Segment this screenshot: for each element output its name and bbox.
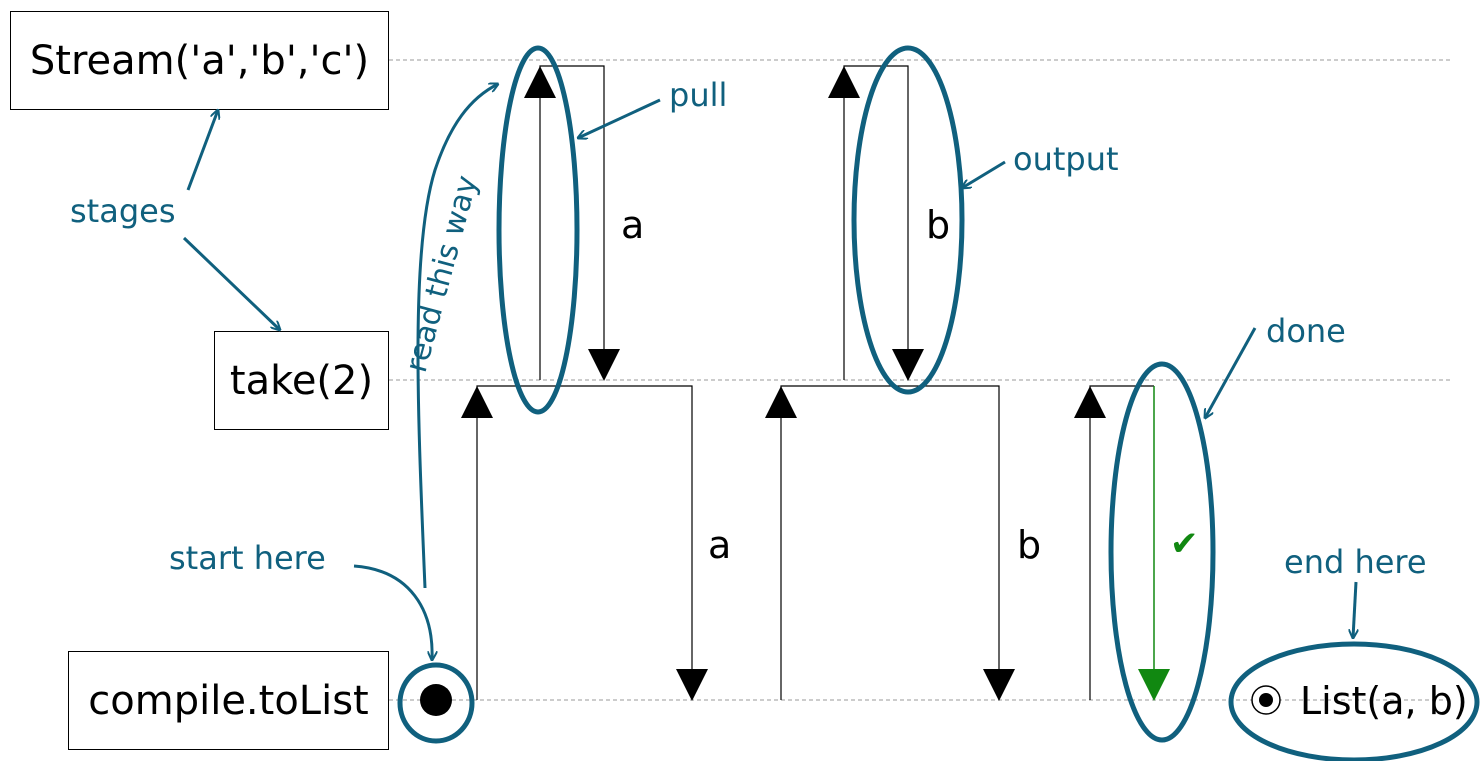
annotation-texts: pull output done stages start here end h… bbox=[70, 76, 1427, 581]
take-stage-label: take(2) bbox=[229, 357, 374, 404]
upper-exchange-2: b bbox=[828, 65, 950, 381]
annotation-ellipses bbox=[397, 45, 1480, 761]
start-highlight-circle bbox=[397, 662, 475, 744]
stream-stage-box: Stream('a','b','c') bbox=[10, 11, 389, 110]
pull-arrowhead bbox=[828, 66, 860, 98]
sink-stage-label: compile.toList bbox=[88, 677, 369, 724]
pull-pointer-arrow bbox=[578, 98, 661, 138]
stages-to-stream-arrow bbox=[186, 110, 218, 191]
level-guides bbox=[389, 59, 1450, 701]
element-label-a-lower: a bbox=[708, 523, 731, 567]
output-annotation: output bbox=[1013, 140, 1119, 178]
stream-stage-label: Stream('a','b','c') bbox=[29, 37, 370, 84]
output-pointer-arrow bbox=[962, 160, 1006, 188]
sink-stage-box: compile.toList bbox=[68, 651, 389, 750]
pull-signal-line bbox=[780, 385, 1000, 700]
element-label-b-lower: b bbox=[1017, 523, 1041, 567]
pull-arrowhead bbox=[1074, 386, 1106, 418]
done-arrowhead bbox=[1138, 669, 1170, 701]
push-arrowhead bbox=[676, 669, 708, 701]
end-here-annotation: end here bbox=[1284, 543, 1427, 581]
pull-signal-line bbox=[843, 65, 909, 380]
stages-to-take-arrow bbox=[182, 236, 280, 330]
start-here-pointer-arrow bbox=[353, 564, 432, 660]
done-check-icon: ✔ bbox=[1170, 524, 1199, 564]
take-stage-box: take(2) bbox=[214, 331, 389, 430]
start-here-annotation: start here bbox=[169, 539, 326, 577]
push-arrowhead bbox=[983, 669, 1015, 701]
read-this-way-annotation: read this way bbox=[399, 172, 485, 376]
pull-signal-line bbox=[539, 65, 605, 380]
pull-highlight-ellipse bbox=[496, 45, 580, 415]
read-this-way-arrow bbox=[416, 84, 498, 589]
result-point-icon bbox=[1251, 685, 1281, 715]
push-arrowhead bbox=[588, 349, 620, 381]
done-highlight-ellipse bbox=[1108, 361, 1216, 743]
annotation-arrows bbox=[182, 84, 1356, 660]
lower-exchange-3: ✔ bbox=[1074, 385, 1199, 701]
result-label: List(a, b) bbox=[1300, 679, 1468, 723]
element-label-a-upper: a bbox=[621, 203, 644, 247]
pull-annotation: pull bbox=[669, 76, 727, 114]
push-arrowhead bbox=[892, 349, 924, 381]
pull-arrowhead bbox=[765, 386, 797, 418]
end-here-pointer-arrow bbox=[1353, 581, 1356, 638]
lower-exchange-2: b bbox=[765, 385, 1041, 701]
stages-annotation: stages bbox=[70, 192, 176, 230]
done-pointer-arrow bbox=[1205, 327, 1257, 418]
pull-arrowhead bbox=[461, 386, 493, 418]
upper-exchange-1: a bbox=[524, 65, 644, 381]
pull-signal-line bbox=[476, 385, 693, 700]
pull-arrowhead bbox=[524, 66, 556, 98]
output-highlight-ellipse bbox=[851, 45, 965, 395]
lower-exchange-1: a bbox=[461, 385, 731, 701]
start-point-icon bbox=[420, 684, 452, 716]
end-highlight-ellipse bbox=[1228, 641, 1480, 761]
element-label-b-upper: b bbox=[926, 203, 950, 247]
done-annotation: done bbox=[1266, 312, 1346, 350]
